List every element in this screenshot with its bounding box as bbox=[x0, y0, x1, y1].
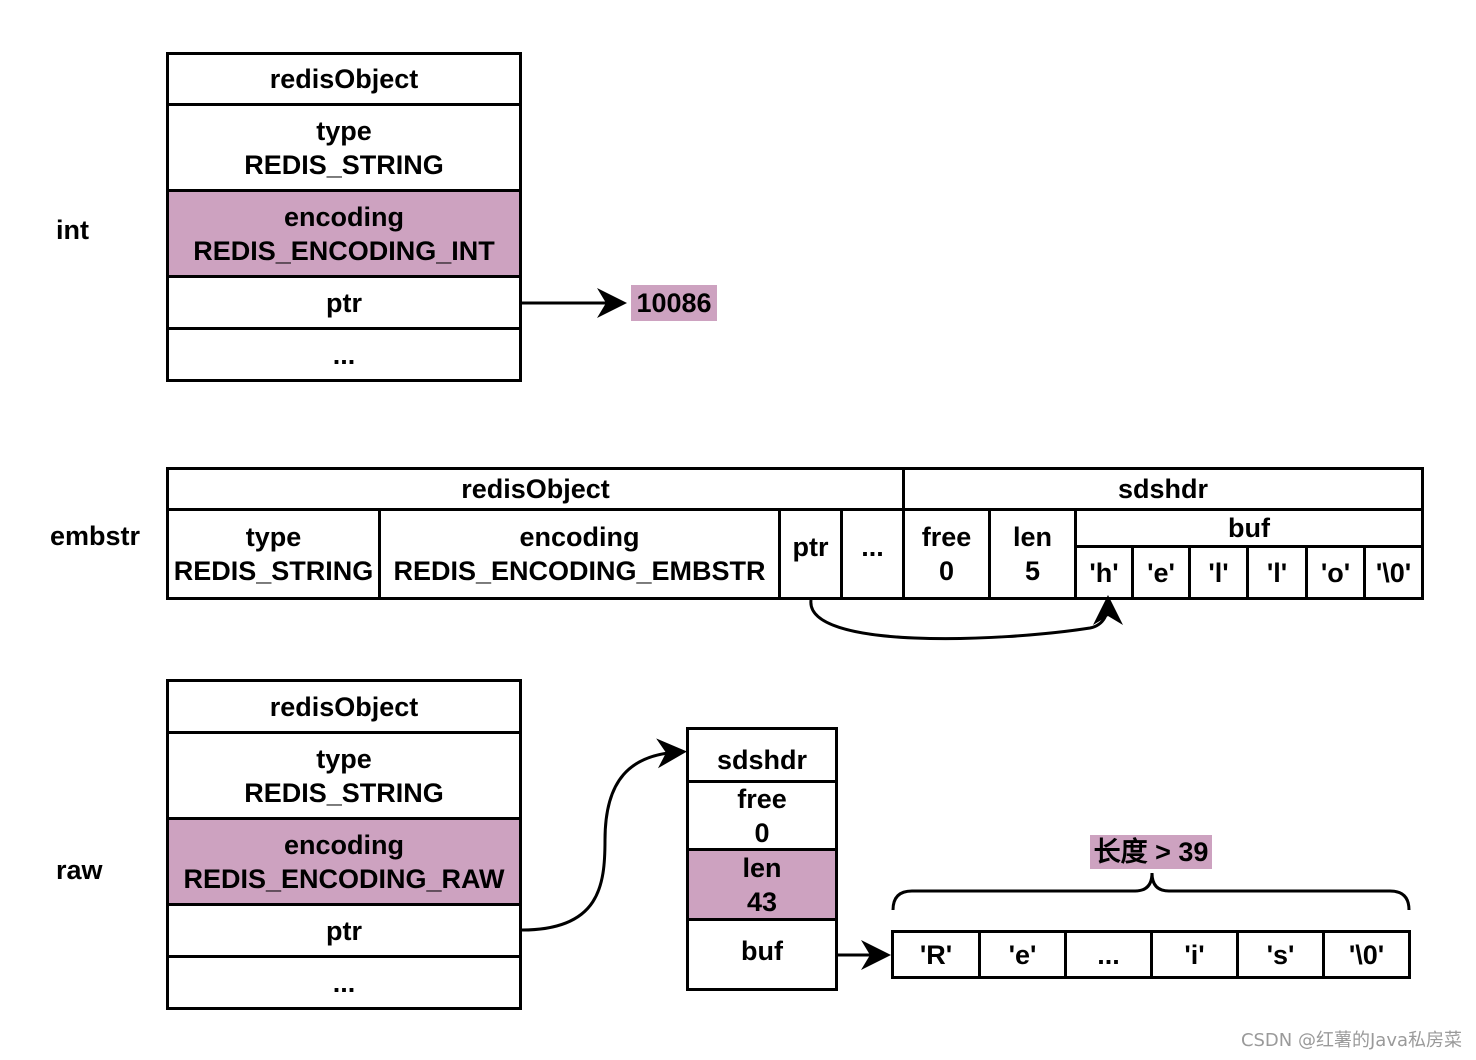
int-rest-cell: ... bbox=[166, 327, 522, 382]
raw-ptr-cell: ptr bbox=[166, 903, 522, 958]
embstr-ptr-arrow bbox=[809, 595, 1123, 641]
raw-buf-char: 'e' bbox=[978, 930, 1067, 979]
label-raw: raw bbox=[56, 855, 103, 885]
embstr-len-cell: len 5 bbox=[988, 508, 1077, 600]
int-type-cell: type REDIS_STRING bbox=[166, 103, 522, 192]
embstr-buf-char: 'h' bbox=[1074, 545, 1134, 600]
raw-encoding-cell: encoding REDIS_ENCODING_RAW bbox=[166, 817, 522, 906]
raw-type-cell: type REDIS_STRING bbox=[166, 731, 522, 820]
raw-rest-cell: ... bbox=[166, 955, 522, 1010]
raw-sdshdr-header: sdshdr bbox=[686, 727, 838, 783]
raw-buf-char: 's' bbox=[1236, 930, 1325, 979]
raw-buf-char: 'R' bbox=[891, 930, 981, 979]
embstr-type-cell: type REDIS_STRING bbox=[166, 508, 381, 600]
label-embstr: embstr bbox=[50, 521, 141, 551]
raw-buf-cell: buf bbox=[686, 918, 838, 991]
raw-header: redisObject bbox=[166, 679, 522, 734]
raw-free-cell: free 0 bbox=[686, 780, 838, 851]
embstr-buf-char: 'o' bbox=[1305, 545, 1366, 600]
embstr-buf-char: '\0' bbox=[1363, 545, 1424, 600]
embstr-free-cell: free 0 bbox=[902, 508, 991, 600]
raw-buf-char: ... bbox=[1064, 930, 1153, 979]
label-int: int bbox=[56, 215, 89, 245]
int-value-box: 10086 bbox=[631, 285, 717, 321]
embstr-buf-char: 'l' bbox=[1188, 545, 1249, 600]
raw-ptr-arrow bbox=[521, 738, 687, 932]
embstr-buf-header: buf bbox=[1074, 508, 1424, 548]
int-ptr-cell: ptr bbox=[166, 275, 522, 330]
raw-buf-char: '\0' bbox=[1322, 930, 1411, 979]
embstr-rest-cell: ... bbox=[840, 508, 905, 600]
embstr-buf-char: 'l' bbox=[1246, 545, 1308, 600]
embstr-encoding-cell: encoding REDIS_ENCODING_EMBSTR bbox=[378, 508, 781, 600]
watermark: CSDN @红薯的Java私房菜 bbox=[1240, 1030, 1462, 1051]
embstr-buf-char: 'e' bbox=[1131, 545, 1191, 600]
length-brace bbox=[891, 872, 1411, 911]
embstr-ptr-cell: ptr bbox=[778, 508, 843, 600]
int-header: redisObject bbox=[166, 52, 522, 106]
raw-buf-char: 'i' bbox=[1150, 930, 1239, 979]
embstr-redisobject-header: redisObject bbox=[166, 467, 905, 511]
int-encoding-cell: encoding REDIS_ENCODING_INT bbox=[166, 189, 522, 278]
raw-len-cell: len 43 bbox=[686, 848, 838, 921]
embstr-sdshdr-header: sdshdr bbox=[902, 467, 1424, 511]
raw-length-note: 长度 > 39 bbox=[1090, 835, 1212, 869]
